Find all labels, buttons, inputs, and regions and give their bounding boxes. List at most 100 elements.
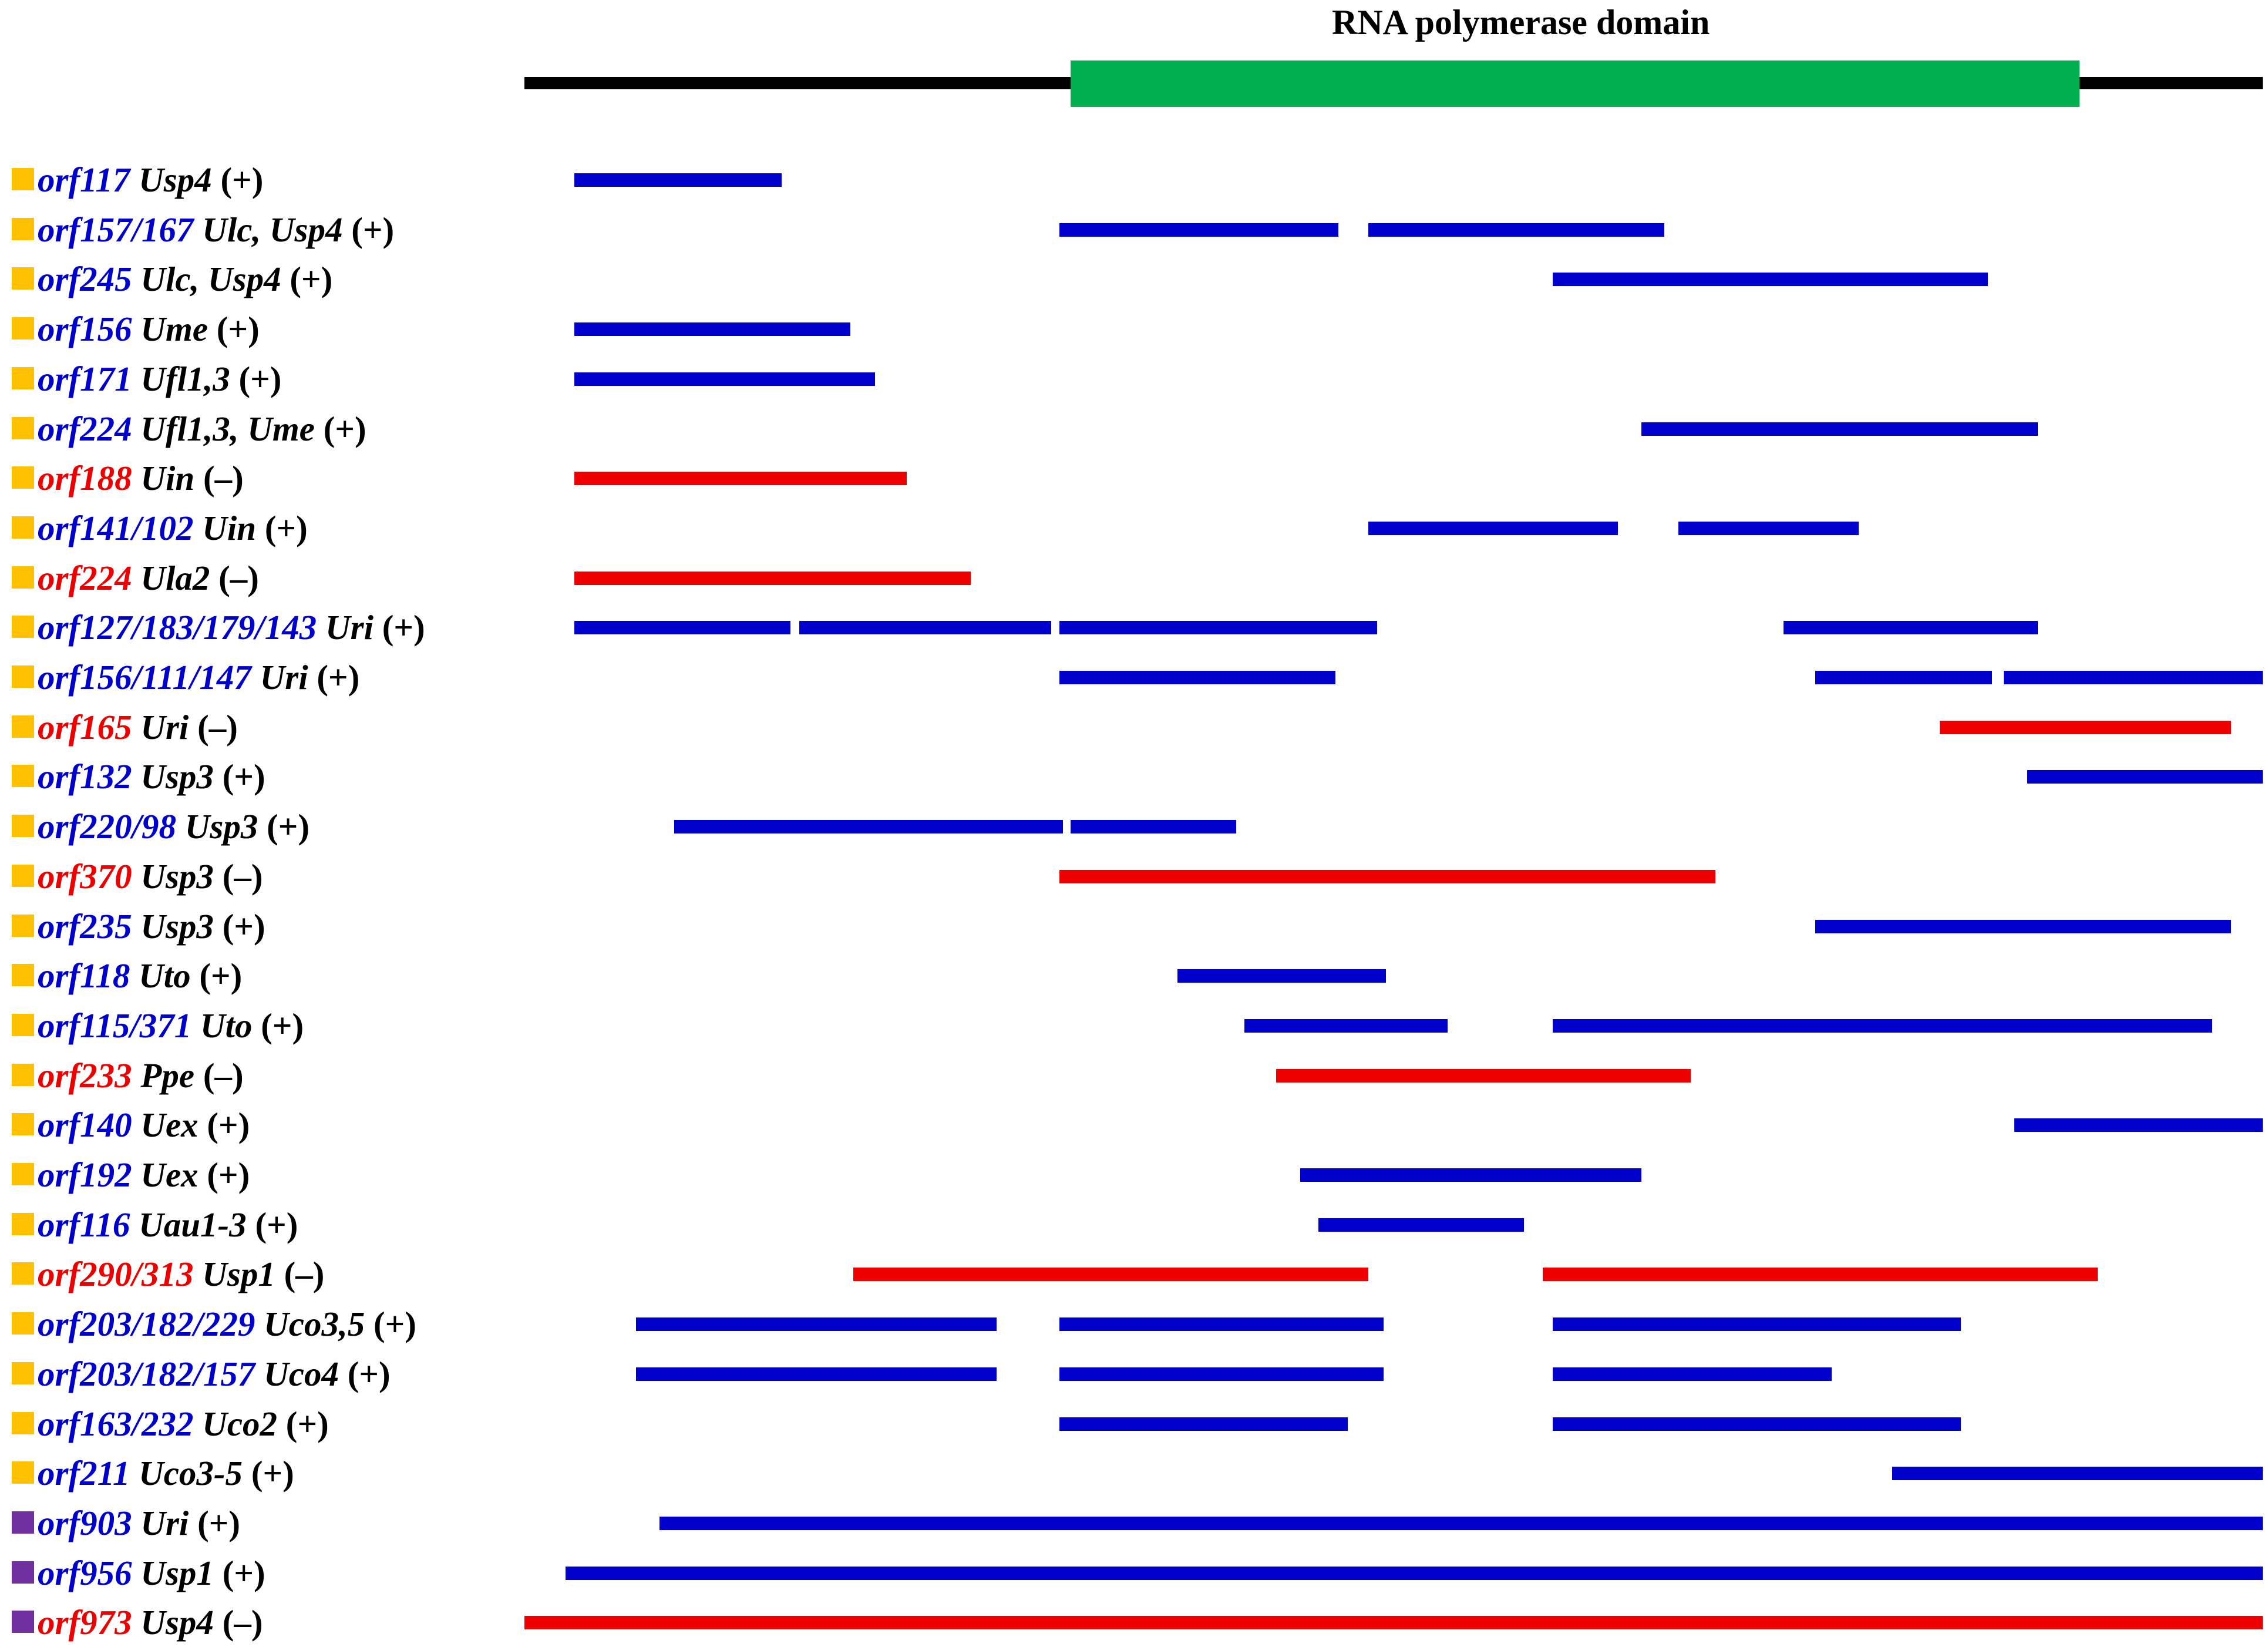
virus-group-marker-icon	[12, 1511, 34, 1534]
orf-name: orf140	[38, 1105, 132, 1145]
strand-indicator: (–)	[203, 1056, 244, 1095]
host-species: Uri	[140, 1503, 189, 1542]
orf-fragment-bar	[1641, 422, 2038, 436]
orf-name: orf156/111/147	[38, 658, 251, 697]
strand-indicator: (+)	[264, 508, 308, 547]
orf-fragment-bar	[799, 621, 1051, 635]
orf-name: orf203/182/157	[38, 1354, 255, 1393]
orf-row-label: orf203/182/157 Uco4 (+)	[12, 1349, 391, 1399]
strand-indicator: (+)	[251, 1454, 294, 1493]
virus-group-marker-icon	[12, 1212, 34, 1235]
orf-name: orf141/102	[38, 508, 194, 547]
host-species: Uco3-5	[139, 1454, 243, 1493]
orf-name: orf157/167	[38, 210, 194, 249]
host-species: Usp4	[139, 160, 212, 199]
orf-fragment-bar	[674, 820, 1063, 834]
orf-row-label: orf127/183/179/143 Uri (+)	[12, 603, 425, 652]
orf-name: orf156	[38, 310, 132, 349]
orf-row-label: orf973 Usp4 (–)	[12, 1598, 263, 1647]
orf-row-label: orf116 Uau1-3 (+)	[12, 1200, 298, 1249]
orf-row-label: orf141/102 Uin (+)	[12, 503, 308, 553]
orf-row-label: orf157/167 Ulc, Usp4 (+)	[12, 205, 394, 254]
orf-fragment-bar	[524, 1616, 2263, 1630]
orf-name: orf973	[38, 1603, 132, 1642]
orf-row-label: orf220/98 Usp3 (+)	[12, 802, 309, 851]
orf-row-label: orf117 Usp4 (+)	[12, 155, 263, 204]
virus-group-marker-icon	[12, 715, 34, 738]
virus-group-marker-icon	[12, 1262, 34, 1285]
orf-name: orf211	[38, 1454, 130, 1493]
orf-fragment-bar	[1368, 223, 1664, 237]
orf-fragment-bar	[574, 372, 875, 386]
virus-group-marker-icon	[12, 168, 34, 190]
orf-name: orf245	[38, 260, 132, 299]
virus-group-marker-icon	[12, 1611, 34, 1633]
virus-group-marker-icon	[12, 964, 34, 987]
orf-name: orf956	[38, 1553, 132, 1592]
orf-row-label: orf171 Ufl1,3 (+)	[12, 354, 281, 404]
host-species: Uto	[139, 956, 191, 996]
orf-name: orf233	[38, 1056, 132, 1095]
strand-indicator: (–)	[222, 1603, 263, 1642]
orf-fragment-bar	[2014, 1118, 2263, 1132]
host-species: Uco3,5	[264, 1305, 365, 1344]
orf-row-label: orf903 Uri (+)	[12, 1498, 240, 1548]
virus-group-marker-icon	[12, 1561, 34, 1584]
strand-indicator: (+)	[222, 1553, 265, 1592]
host-species: Ula2	[140, 558, 210, 597]
strand-indicator: (+)	[351, 210, 395, 249]
orf-fragment-bar	[1059, 1317, 1384, 1332]
orf-row-label: orf163/232 Uco2 (+)	[12, 1399, 329, 1448]
host-species: Usp1	[202, 1255, 275, 1294]
orf-name: orf118	[38, 956, 130, 996]
virus-group-marker-icon	[12, 1312, 34, 1335]
host-species: Uin	[202, 508, 257, 547]
orf-fragment-bar	[1059, 223, 1338, 237]
virus-group-marker-icon	[12, 317, 34, 340]
host-species: Usp3	[140, 906, 214, 946]
strand-indicator: (+)	[261, 1006, 304, 1045]
host-species: Uco4	[264, 1354, 339, 1393]
orf-fragment-bar	[1059, 621, 1377, 635]
virus-group-marker-icon	[12, 516, 34, 539]
host-species: Uri	[260, 658, 308, 697]
orf-row-label: orf245 Ulc, Usp4 (+)	[12, 254, 332, 304]
orf-fragment-bar	[1678, 521, 1859, 535]
strand-indicator: (+)	[216, 310, 260, 349]
orf-fragment-bar	[1553, 1019, 2212, 1033]
virus-group-marker-icon	[12, 1113, 34, 1136]
virus-group-marker-icon	[12, 914, 34, 937]
orf-row-label: orf224 Ufl1,3, Ume (+)	[12, 404, 366, 453]
virus-group-marker-icon	[12, 217, 34, 240]
host-species: Ufl1,3	[140, 359, 230, 398]
orf-row-label: orf235 Usp3 (+)	[12, 902, 265, 951]
orf-fragment-bar	[1244, 1019, 1448, 1033]
strand-indicator: (+)	[255, 1205, 298, 1244]
orf-fragment-bar	[574, 173, 782, 187]
host-species: Usp1	[140, 1553, 214, 1592]
host-species: Usp3	[140, 757, 214, 796]
strand-indicator: (+)	[207, 1105, 250, 1145]
orf-fragment-bar	[1177, 969, 1386, 983]
host-species: Ppe	[140, 1056, 195, 1095]
host-species: Ulc, Usp4	[202, 210, 343, 249]
orf-fragment-bar	[2004, 671, 2263, 684]
virus-group-marker-icon	[12, 416, 34, 439]
orf-row-label: orf156 Ume (+)	[12, 304, 260, 354]
orf-name: orf370	[38, 856, 132, 896]
orf-fragment-bar	[574, 472, 907, 486]
orf-fragment-bar	[1071, 820, 1236, 834]
orf-row-label: orf115/371 Uto (+)	[12, 1001, 304, 1050]
orf-name: orf188	[38, 459, 132, 498]
orf-fragment-bar	[574, 571, 971, 585]
virus-group-marker-icon	[12, 616, 34, 638]
strand-indicator: (–)	[203, 459, 244, 498]
strand-indicator: (+)	[290, 260, 333, 299]
orf-name: orf171	[38, 359, 132, 398]
orf-fragment-bar	[574, 322, 850, 337]
virus-group-marker-icon	[12, 1063, 34, 1086]
orf-fragment-bar	[1059, 1417, 1348, 1431]
strand-indicator: (+)	[285, 1404, 329, 1443]
host-species: Usp4	[140, 1603, 214, 1642]
